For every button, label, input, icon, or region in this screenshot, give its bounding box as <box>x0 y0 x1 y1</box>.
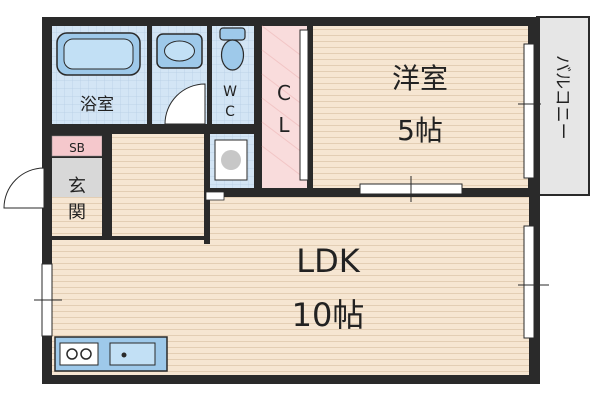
western-room <box>313 26 528 188</box>
shoe-box-label: SB <box>69 141 85 155</box>
bath-label: 浴室 <box>80 95 114 115</box>
wc-label-w: W <box>223 84 237 100</box>
stove-icon <box>59 342 99 366</box>
window-ldk-right <box>523 225 535 339</box>
sink-icon <box>109 342 156 366</box>
western-room-label: 洋室 <box>392 62 448 95</box>
entrance-door <box>3 167 45 209</box>
ldk-label: LDK <box>296 242 360 280</box>
closet-doors <box>299 29 309 181</box>
washing-machine-icon <box>214 139 248 181</box>
entrance-label-bottom: 関 <box>68 202 86 223</box>
ldk-size: 10帖 <box>292 296 365 334</box>
closet-hatch <box>261 25 308 181</box>
entrance-label-top: 玄 <box>68 176 86 197</box>
balcony-label: バルコニー <box>552 55 572 140</box>
wc-label-c: C <box>225 104 235 120</box>
washroom-door <box>164 83 206 125</box>
window-balcony <box>523 43 535 179</box>
entrance-wall <box>102 134 112 238</box>
closet-label-c: C <box>277 81 291 105</box>
western-room-size: 5帖 <box>397 114 443 147</box>
hall-wall <box>204 134 210 244</box>
closet-label-l: L <box>278 113 290 137</box>
toilet-icon <box>219 27 246 41</box>
